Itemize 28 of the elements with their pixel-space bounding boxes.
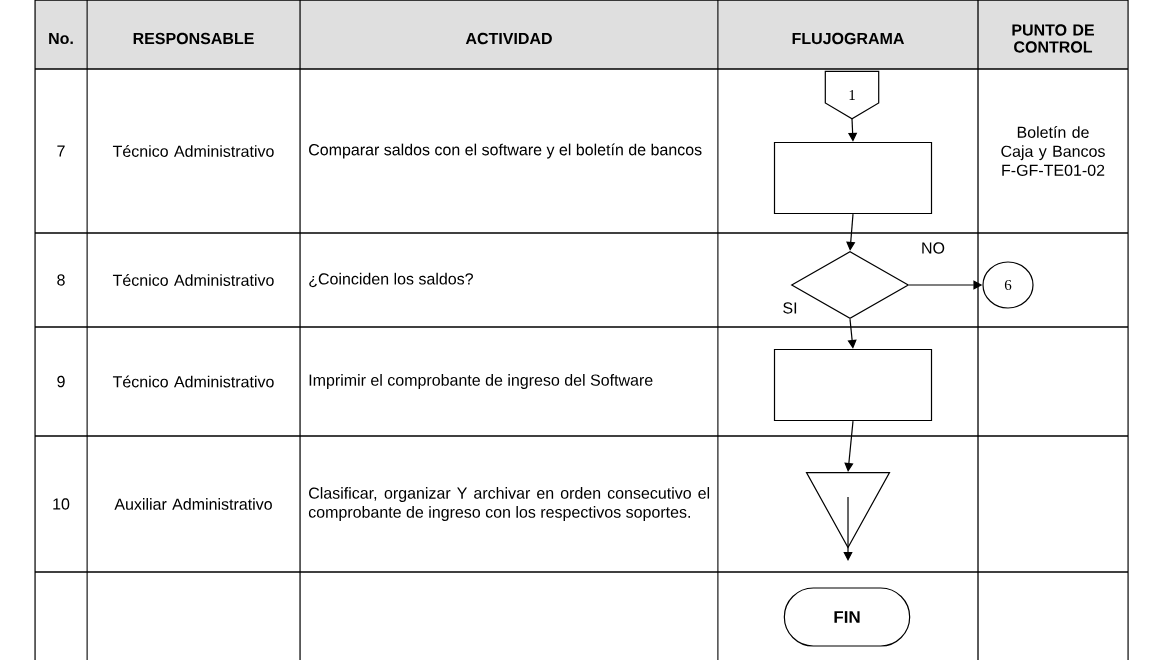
table-cell-text: Auxiliar Administrativo [114, 498, 272, 510]
arrow [847, 318, 857, 349]
table-cell-text: 9 [57, 375, 65, 388]
table-cell-text: 10 [53, 498, 70, 510]
terminator: FIN [783, 587, 911, 647]
archive-triangle [805, 471, 891, 549]
column-header: ACTIVIDAD [465, 32, 552, 45]
activity-text: Comparar saldos con el software y el boletín de bancos [309, 143, 702, 159]
activity-text: ¿Coinciden los saldos? [309, 272, 473, 288]
offpage-connector: 1 [824, 70, 880, 120]
edge-label: SI [781, 301, 799, 315]
edge-label: NO [920, 241, 946, 255]
column-header: RESPONSABLE [133, 32, 254, 45]
table-cell-text: Técnico Administrativo [112, 274, 274, 286]
activity-text: Imprimir el comprobante de ingreso del Software [309, 374, 653, 389]
arrow [846, 213, 856, 251]
table-cell-text: Técnico Administrativo [112, 375, 274, 388]
column-header: No. [49, 32, 73, 45]
activity-text: Clasificar, organizar Y archivar en orden consecutivo el comprobante de ingreso con los respectivos soportes. [308, 487, 710, 521]
arrow [844, 420, 854, 472]
table-cell-text: 7 [57, 145, 65, 157]
table-cell-text: 8 [57, 274, 65, 286]
table-cell-text: Técnico Administrativo [112, 145, 274, 157]
column-header: FLUJOGRAMA [792, 32, 905, 45]
column-header: PUNTO DE CONTROL [1012, 24, 1094, 53]
process-box [773, 141, 933, 215]
table-cell-text: Boletín de Caja y Bancos F-GF-TE01-02 [1001, 126, 1105, 176]
process-box [773, 348, 933, 422]
